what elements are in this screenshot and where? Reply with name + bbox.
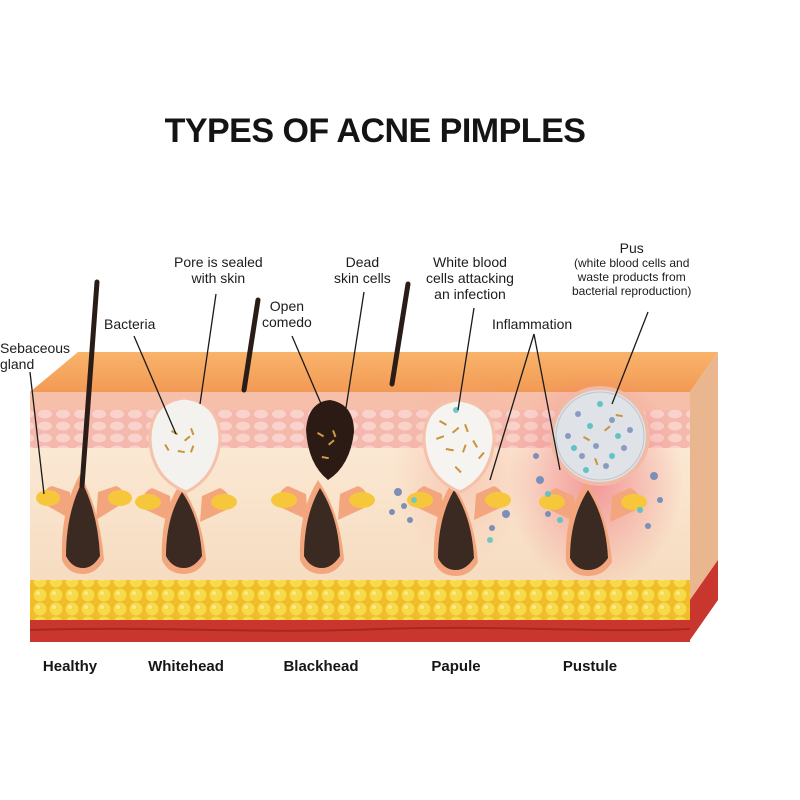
label-inflammation: Inflammation [492, 316, 573, 332]
whitehead-follicle [135, 396, 237, 574]
label-bacteria: Bacteria [104, 316, 156, 332]
caption-pustule: Pustule [562, 658, 618, 675]
page-title: TYPES OF ACNE PIMPLES [164, 112, 586, 150]
leader-lines [29, 291, 649, 495]
papule-follicle [389, 398, 511, 576]
blackhead-plug [306, 400, 354, 480]
whitehead-plug [148, 396, 222, 494]
caption-papule: Papule [431, 658, 481, 675]
caption-whitehead: Whitehead [148, 658, 224, 675]
muscle-layer [30, 620, 690, 642]
caption-healthy: Healthy [42, 658, 98, 675]
healthy-follicle [36, 279, 132, 574]
pustule-follicle [389, 281, 663, 576]
skin-side-face [690, 352, 718, 638]
caption-blackhead: Blackhead [283, 658, 359, 675]
blackhead-follicle [241, 297, 375, 574]
skin-surface [30, 352, 718, 392]
